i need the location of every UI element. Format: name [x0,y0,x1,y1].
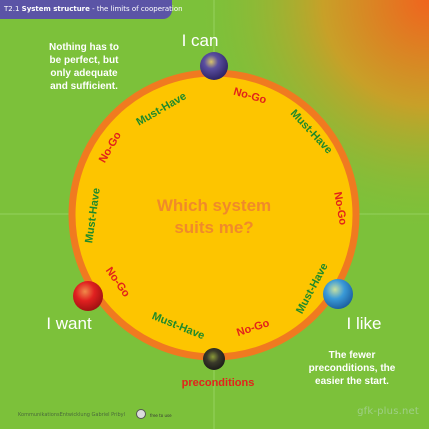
label-i-can: I can [182,31,219,50]
note-top-left-line-3: only adequate [50,68,118,79]
site-url: gfk-plus.net [357,406,419,417]
note-bottom-right-line-2: preconditions, the [309,363,396,374]
center-question-line-2: suits me? [174,218,253,237]
note-top-left-line-1: Nothing has to [49,42,119,53]
sphere-preconditions [203,348,225,370]
license-icon [136,409,146,419]
label-i-want: I want [46,314,92,333]
note-top-left-line-4: and sufficient. [50,81,118,92]
ring-label-no-go-2: No-Go [331,191,349,226]
note-top-left-line-2: be perfect, but [50,55,120,66]
header-title: System structure [21,5,90,13]
sphere-i-want [73,281,103,311]
center-question-line-1: Which system [157,196,271,215]
free-use-label: free to use [150,413,172,418]
label-i-like: I like [347,314,382,333]
note-bottom-right-line-3: easier the start. [315,376,389,387]
label-preconditions: preconditions [182,377,255,389]
system-circle [68,69,360,361]
footer-author: KommunikationsEntwicklung Gabriel Pribyl [18,412,126,418]
sphere-i-like [323,279,353,309]
sphere-i-can [200,52,228,80]
header-subtitle: - the limits of cooperation [92,5,183,13]
header-tab: T2.1 System structure - the limits of co… [0,0,183,19]
header-code: T2.1 [4,5,20,13]
note-bottom-right-line-1: The fewer [329,350,376,361]
